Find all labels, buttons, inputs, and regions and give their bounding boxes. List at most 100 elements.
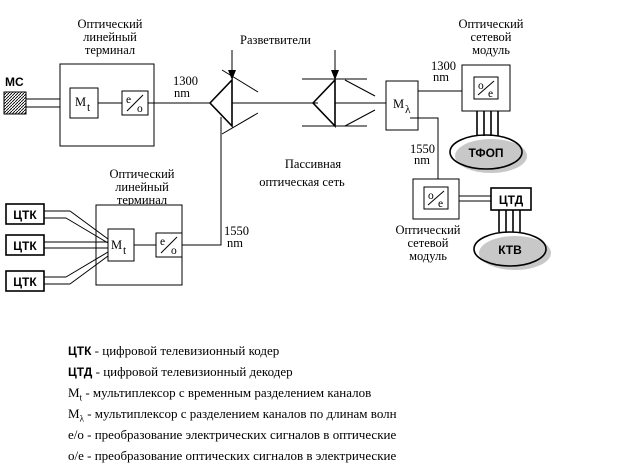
svg-text:Оптический: Оптический [458, 17, 523, 31]
olt-lower-caption: Оптический линейный терминал [109, 167, 174, 207]
eo-lower-converter: e o [155, 232, 183, 258]
olt-upper-caption: Оптический линейный терминал [77, 17, 142, 57]
onu-upper-caption: Оптический сетевой модуль [458, 17, 523, 57]
onu-upper-links [476, 111, 499, 136]
legend-text: - цифровой телевизионный кодер [91, 343, 280, 358]
splitter-right [302, 78, 386, 128]
svg-text:ТФОП: ТФОП [468, 146, 503, 160]
svg-text:1300: 1300 [173, 74, 198, 88]
oe-upper-converter: o e [473, 76, 499, 100]
legend-item-oe: o/e - преобразование оптических сигналов… [68, 445, 628, 466]
svg-text:сетевой: сетевой [470, 30, 511, 44]
ctk-links [44, 210, 109, 285]
legend-term: M [68, 406, 80, 421]
wavelength-1550-left: 1550 nm [224, 224, 249, 250]
svg-text:M: M [111, 238, 122, 252]
legend-text: - мультиплексор с разделением каналов по… [83, 406, 397, 421]
pon-caption: Пассивная оптическая сеть [259, 157, 345, 189]
svg-text:o: o [478, 80, 484, 92]
legend-term: o/e [68, 448, 84, 463]
svg-text:nm: nm [433, 70, 449, 84]
legend-term-sub: λ [79, 413, 84, 424]
onu-lower-module [412, 178, 460, 220]
svg-text:nm: nm [174, 86, 190, 100]
svg-text:терминал: терминал [117, 193, 167, 207]
fiber-olt-lower [182, 117, 222, 246]
ctk-block-3: ЦТК [5, 270, 45, 292]
wavelength-1300-right: 1300 nm [431, 59, 456, 84]
ctk-block-1: ЦТК [5, 203, 45, 225]
svg-text:t: t [123, 245, 127, 257]
svg-text:модуль: модуль [409, 249, 447, 263]
onu-lower-to-ctd [459, 195, 491, 202]
svg-text:1550: 1550 [224, 224, 249, 238]
svg-text:e: e [488, 88, 493, 100]
splitters-label: Разветвители [240, 33, 311, 47]
svg-text:t: t [87, 102, 91, 114]
legend-term: e/o [68, 427, 84, 442]
mc-block [3, 91, 27, 115]
legend-text: - мультиплексор с временным разделением … [82, 385, 372, 400]
svg-text:оптическая сеть: оптическая сеть [259, 175, 345, 189]
svg-text:o: o [171, 245, 177, 257]
ktv-cloud: КТВ [473, 231, 551, 270]
svg-text:1300: 1300 [431, 59, 456, 73]
legend-text: - преобразование оптических сигналов в э… [83, 448, 397, 463]
svg-text:КТВ: КТВ [498, 243, 522, 257]
svg-text:Пассивная: Пассивная [285, 157, 342, 171]
splitter-arrow-right [331, 50, 339, 80]
mc-label: МС [5, 75, 24, 89]
legend: ЦТК - цифровой телевизионный кодер ЦТД -… [68, 340, 628, 466]
svg-text:модуль: модуль [472, 43, 510, 57]
svg-text:e: e [126, 94, 131, 106]
legend-item-ctd: ЦТД - цифровой телевизионный декодер [68, 361, 628, 382]
wavelength-1550-right: 1550 nm [410, 142, 435, 167]
svg-text:nm: nm [414, 153, 430, 167]
svg-text:M: M [75, 95, 86, 109]
svg-text:o: o [137, 103, 143, 115]
wavelength-1300-left: 1300 nm [173, 74, 198, 100]
ctd-links [498, 210, 521, 232]
svg-text:ЦТК: ЦТК [13, 239, 37, 253]
legend-item-ml: Mλ - мультиплексор с разделением каналов… [68, 403, 628, 424]
svg-text:Оптический: Оптический [395, 223, 460, 237]
legend-text: - цифровой телевизионный декодер [92, 364, 293, 379]
svg-text:ЦТК: ЦТК [13, 275, 37, 289]
onu-lower-caption: Оптический сетевой модуль [395, 223, 460, 263]
legend-item-eo: e/o - преобразование электрических сигна… [68, 424, 628, 445]
legend-term: ЦТД [68, 365, 93, 379]
ml-wdm-mux: M λ [385, 80, 419, 131]
legend-term: ЦТК [68, 344, 92, 358]
fiber-onu-lower [410, 117, 439, 179]
svg-text:o: o [428, 190, 434, 202]
mt-lower-mux: M t [107, 228, 135, 262]
svg-text:ЦТК: ЦТК [13, 208, 37, 222]
svg-text:Оптический: Оптический [77, 17, 142, 31]
mt-upper-mux: M t [69, 87, 99, 119]
splitter-left [208, 69, 318, 135]
svg-text:линейный: линейный [115, 180, 169, 194]
svg-text:e: e [160, 236, 165, 248]
svg-text:сетевой: сетевой [407, 236, 448, 250]
eo-upper-converter: e o [121, 90, 149, 116]
legend-term: M [68, 385, 80, 400]
svg-text:λ: λ [405, 104, 411, 116]
ctk-block-2: ЦТК [5, 234, 45, 256]
ctd-block: ЦТД [490, 187, 532, 211]
svg-text:терминал: терминал [85, 43, 135, 57]
svg-text:M: M [393, 97, 404, 111]
svg-text:Оптический: Оптический [109, 167, 174, 181]
svg-text:nm: nm [227, 236, 243, 250]
legend-item-ctk: ЦТК - цифровой телевизионный кодер [68, 340, 628, 361]
svg-text:e: e [438, 198, 443, 210]
svg-text:линейный: линейный [83, 30, 137, 44]
splitter-arrow-left [228, 50, 236, 80]
legend-item-mt: Mt - мультиплексор с временным разделени… [68, 382, 628, 403]
svg-text:ЦТД: ЦТД [499, 193, 524, 207]
oe-lower-converter: o e [423, 186, 449, 210]
svg-text:1550: 1550 [410, 142, 435, 156]
legend-term-sub: t [79, 392, 83, 403]
tfop-cloud: ТФОП [449, 134, 527, 173]
legend-text: - преобразование электрических сигналов … [83, 427, 397, 442]
